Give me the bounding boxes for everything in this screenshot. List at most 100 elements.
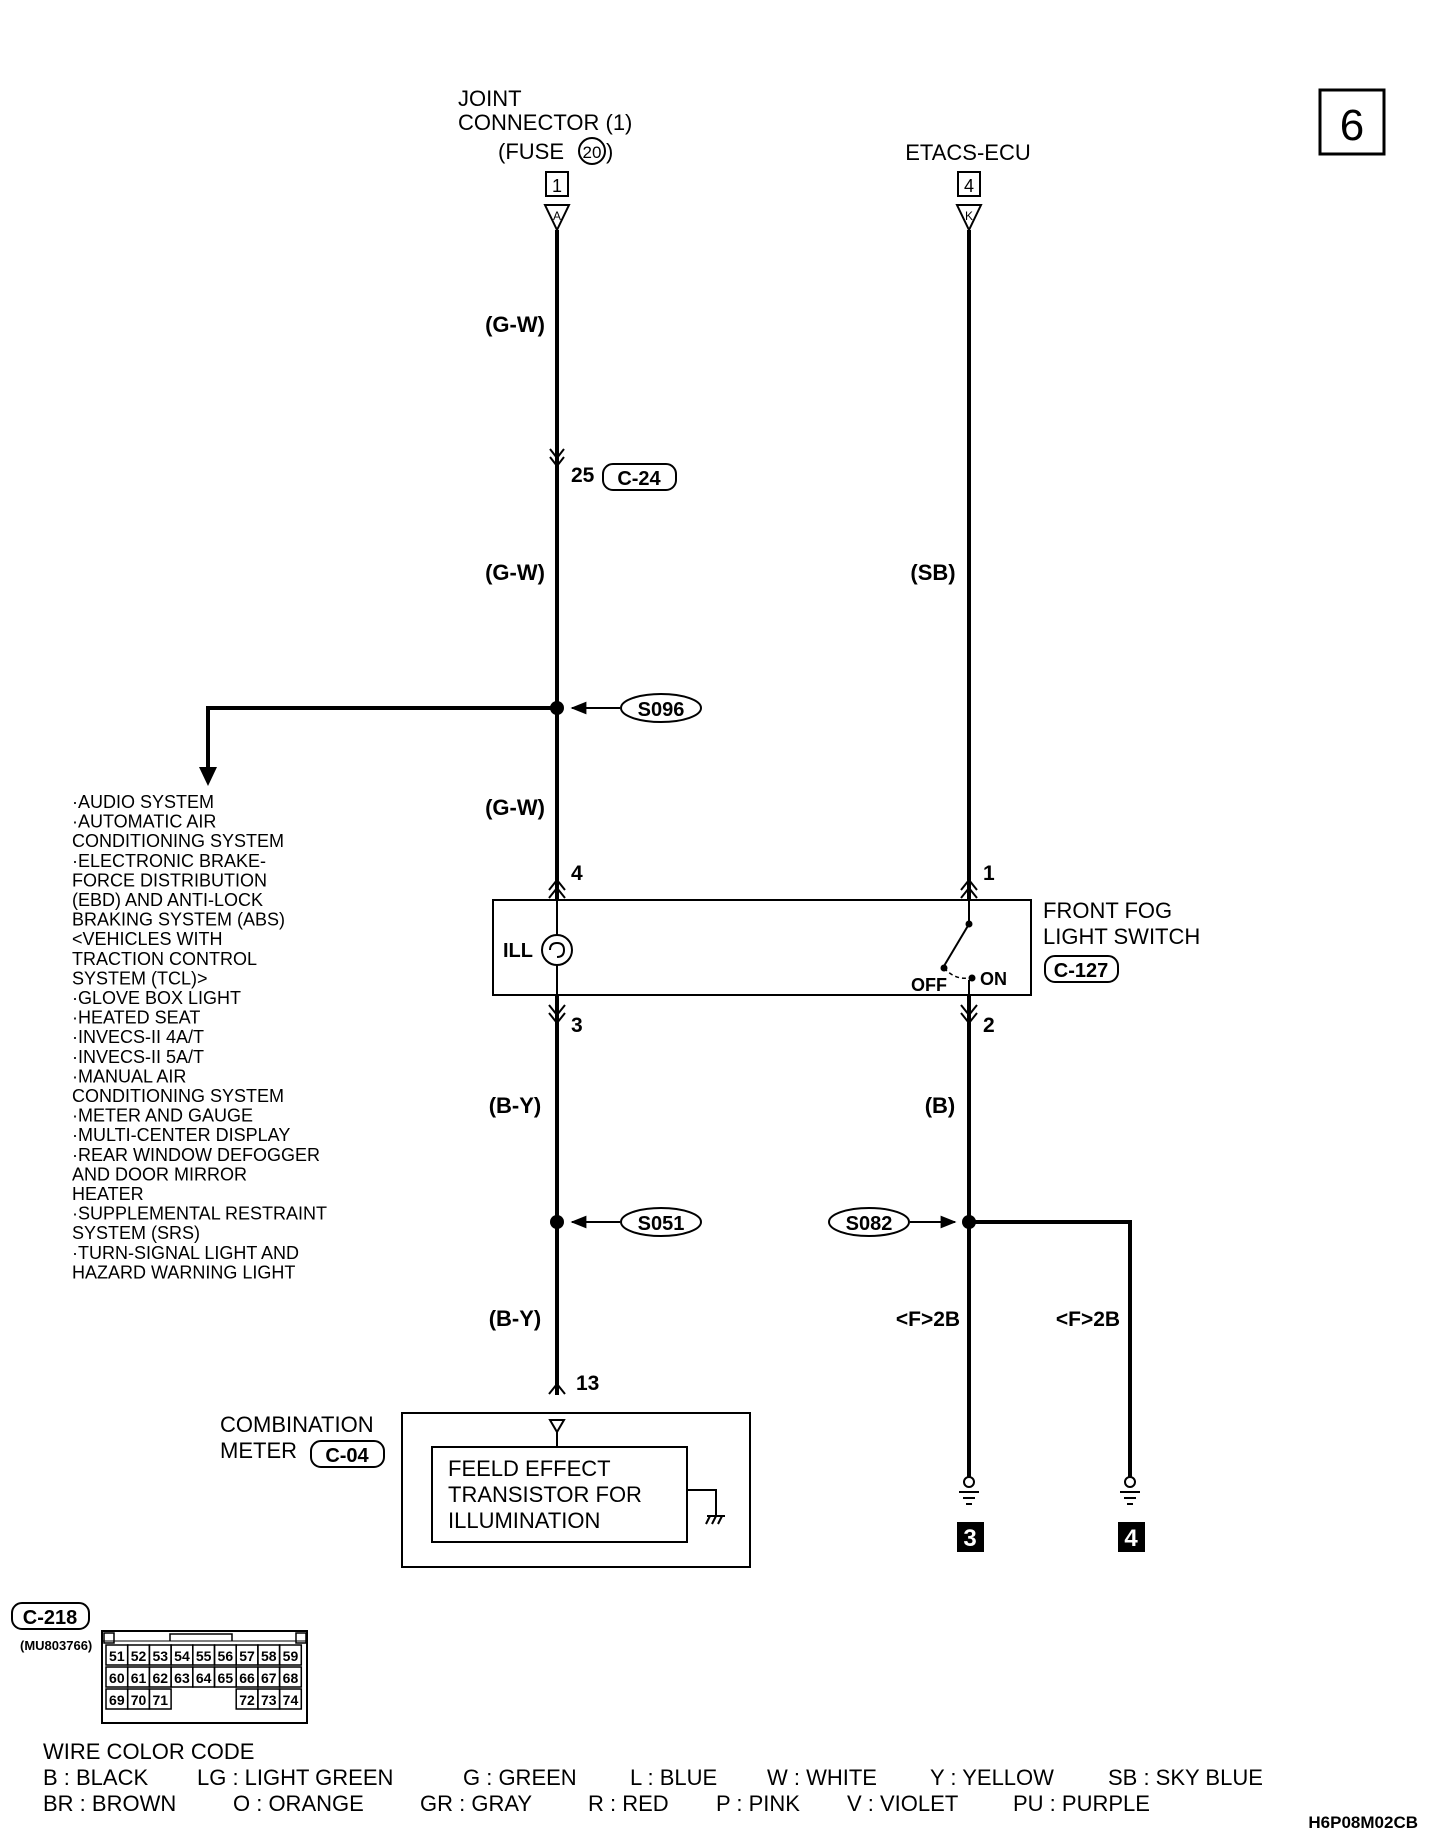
splice-s051: S051	[570, 1207, 702, 1237]
wire-label-gw-3: (G-W)	[485, 795, 545, 820]
connector-cavity-number: 67	[261, 1670, 277, 1686]
connector-cavity-number: 66	[239, 1670, 255, 1686]
fet-line-3: ILLUMINATION	[448, 1508, 600, 1533]
wire-color-row-2-6: V : VIOLET	[847, 1791, 958, 1816]
systems-list: ·AUDIO SYSTEM ·AUTOMATIC AIR CONDITIONIN…	[72, 792, 332, 1282]
page-number: 6	[1340, 101, 1364, 150]
connector-triangle-k: K	[955, 204, 983, 233]
wire-color-code-title: WIRE COLOR CODE	[43, 1739, 254, 1764]
wire-label-sb: (SB)	[910, 560, 955, 585]
meter-input-triangle	[548, 1419, 566, 1434]
connector-cavity-number: 52	[131, 1648, 147, 1664]
svg-text:S082: S082	[846, 1213, 893, 1235]
switch-lever	[943, 923, 970, 967]
combination-meter-line-1: COMBINATION	[220, 1412, 374, 1437]
wire-label-gw-1: (G-W)	[485, 312, 545, 337]
pin-13-label: 13	[576, 1372, 599, 1395]
connector-cavity-number: 54	[174, 1648, 190, 1664]
figure-code: H6P08M02CB	[1308, 1813, 1418, 1832]
connector-cavity-number: 62	[152, 1670, 168, 1686]
connector-cavity-number: 64	[196, 1670, 212, 1686]
joint-connector-pin-box: 1	[545, 171, 569, 197]
joint-connector-line-2: CONNECTOR (1)	[458, 110, 632, 135]
c218-connector-tag: C-218	[11, 1602, 90, 1630]
branch-arrow-down	[199, 767, 217, 786]
wire-color-row-1-4: L : BLUE	[630, 1765, 717, 1790]
connector-cavity-number: 71	[152, 1692, 168, 1708]
wire-color-row-1-2: LG : LIGHT GREEN	[197, 1765, 393, 1790]
connector-cavity-number: 68	[283, 1670, 299, 1686]
wire-color-row-2-5: P : PINK	[716, 1791, 800, 1816]
connector-cavity	[278, 1688, 303, 1710]
c24-pin: 25	[571, 464, 595, 487]
splice-s096: S096	[570, 693, 702, 723]
wire-color-row-2-3: GR : GRAY	[420, 1791, 532, 1816]
svg-text:A: A	[553, 209, 561, 223]
joint-connector-line-3: (FUSE	[498, 139, 564, 164]
switch-on-contact	[968, 974, 976, 982]
connector-cavity-number: 59	[283, 1648, 299, 1664]
combination-meter-line-2: METER	[220, 1438, 297, 1463]
connector-cavity-number: 74	[283, 1692, 299, 1708]
connector-cavity-number: 73	[261, 1692, 277, 1708]
switch-off-label: OFF	[911, 975, 947, 995]
c04-connector-tag: C-04	[310, 1440, 385, 1468]
joint-connector-line-1: JOINT	[458, 86, 522, 111]
connector-cavity-number: 61	[131, 1670, 147, 1686]
c24-connector-mark: 25 C-24	[549, 448, 677, 491]
svg-text:4: 4	[964, 176, 974, 196]
svg-text:4: 4	[1124, 1525, 1138, 1552]
connector-cavity	[278, 1644, 303, 1666]
connector-cavity-number: 55	[196, 1648, 212, 1664]
front-fog-light-switch-box	[492, 899, 1032, 996]
connector-cavity-number: 65	[218, 1670, 234, 1686]
wire-color-row-1-7: SB : SKY BLUE	[1108, 1765, 1263, 1790]
wire-color-row-2-7: PU : PURPLE	[1013, 1791, 1150, 1816]
connector-cavity-number: 72	[239, 1692, 255, 1708]
connector-cavity-number: 69	[109, 1692, 125, 1708]
etacs-ecu-title: ETACS-ECU	[905, 140, 1031, 165]
connector-cavity-number: 58	[261, 1648, 277, 1664]
c127-connector-tag: C-127	[1044, 955, 1119, 983]
branch-wire-systems	[206, 706, 557, 770]
connector-cavity-number: 56	[218, 1648, 234, 1664]
wire-label-gw-2: (G-W)	[485, 560, 545, 585]
pin-mark-13	[548, 1382, 566, 1395]
etacs-pin-box: 4	[957, 171, 981, 197]
lamp-gap	[549, 930, 565, 970]
joint-connector-line-4: )	[606, 139, 613, 164]
c218-part-number: (MU803766)	[20, 1638, 92, 1653]
wire-color-row-1-1: B : BLACK	[43, 1765, 148, 1790]
ground-3-badge: 3	[957, 1522, 984, 1552]
switch-title-line-1: FRONT FOG	[1043, 898, 1172, 923]
wire-label-by-1: (B-Y)	[489, 1093, 542, 1118]
lamp-filament	[549, 941, 566, 958]
svg-text:1: 1	[552, 176, 562, 196]
svg-text:S051: S051	[638, 1213, 685, 1235]
pin-3-label: 3	[571, 1014, 583, 1037]
pin-mark-4	[548, 878, 566, 899]
ground-4-badge: 4	[1118, 1522, 1145, 1552]
page-number-box: 6	[1318, 88, 1386, 156]
ill-label: ILL	[503, 940, 533, 962]
wire-color-row-2-2: O : ORANGE	[233, 1791, 364, 1816]
svg-text:K: K	[965, 209, 973, 223]
pin-4-label: 4	[571, 862, 583, 885]
connector-cavity-number: 60	[109, 1670, 125, 1686]
svg-text:3: 3	[963, 1525, 976, 1552]
wire-b-branch	[969, 1220, 1132, 1478]
connector-cavity	[148, 1688, 172, 1710]
pin-1-label: 1	[983, 862, 995, 885]
fet-ground-wire	[687, 1489, 717, 1516]
splice-s082: S082	[828, 1207, 957, 1237]
connector-cavity-number: 53	[152, 1648, 168, 1664]
wire-color-row-1-3: G : GREEN	[463, 1765, 577, 1790]
wire-color-row-1-6: Y : YELLOW	[930, 1765, 1054, 1790]
connector-cavity-number: 51	[109, 1648, 125, 1664]
connector-cavity-number: 57	[239, 1648, 255, 1664]
fet-box	[431, 1446, 688, 1543]
c24-name: C-24	[617, 468, 661, 490]
splice-dot-s051	[550, 1215, 564, 1229]
